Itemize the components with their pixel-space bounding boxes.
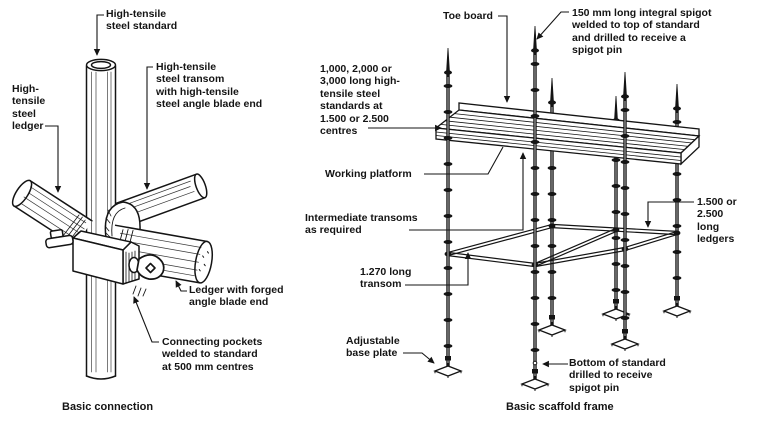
leader-base-plate [403,352,435,364]
working-platform-slab [434,102,701,166]
standard-pole [520,25,550,391]
label-pockets: Connecting pockets welded to standard at… [162,336,263,373]
leader-pockets [133,296,159,343]
label-toe-board: Toe board [443,10,493,22]
standard-pole [433,47,463,378]
label-transom-1270: 1.270 long transom [360,266,412,291]
standard-pole [610,71,640,351]
leader-spigot [536,11,569,40]
leader-toe-board [498,15,511,103]
basic-connection-drawing [11,58,214,380]
leader-transom [143,66,153,190]
label-ledger-blade: Ledger with forged angle blade end [189,284,284,309]
caption-basic-scaffold-frame: Basic scaffold frame [506,401,614,413]
label-base-plate: Adjustable base plate [346,335,400,360]
leader-ledgers [644,201,694,228]
ledger-tube [11,179,93,247]
front-standards [433,25,640,391]
wedge-blade [128,254,165,297]
connecting-pocket-clamp [72,230,140,285]
label-intermediate-transoms: Intermediate transoms as required [305,212,418,237]
leader-working-platform [424,146,504,175]
label-working-platform: Working platform [325,168,412,180]
label-ledger: High- tensile steel ledger [12,83,46,133]
label-bottom-standard: Bottom of standard drilled to receive sp… [569,357,666,394]
label-standards: 1,000, 2,000 or 3,000 long high- tensile… [320,63,400,138]
label-ledgers: 1.500 or 2.500 long ledgers [697,196,737,246]
caption-basic-connection: Basic connection [62,401,154,413]
label-transom: High-tensile steel transom with high-ten… [156,61,263,111]
leader-transom-1270 [405,252,472,286]
standard-pole [662,83,692,318]
leader-ledger-blade [175,280,187,292]
label-standard: High-tensile steel standard [106,8,178,33]
leader-lines [45,11,694,368]
leader-intermediate [409,152,527,231]
locking-pin [45,228,74,249]
leader-ledger [45,125,62,193]
label-spigot: 150 mm long integral spigot welded to to… [572,7,712,57]
leader-standard [93,14,104,56]
